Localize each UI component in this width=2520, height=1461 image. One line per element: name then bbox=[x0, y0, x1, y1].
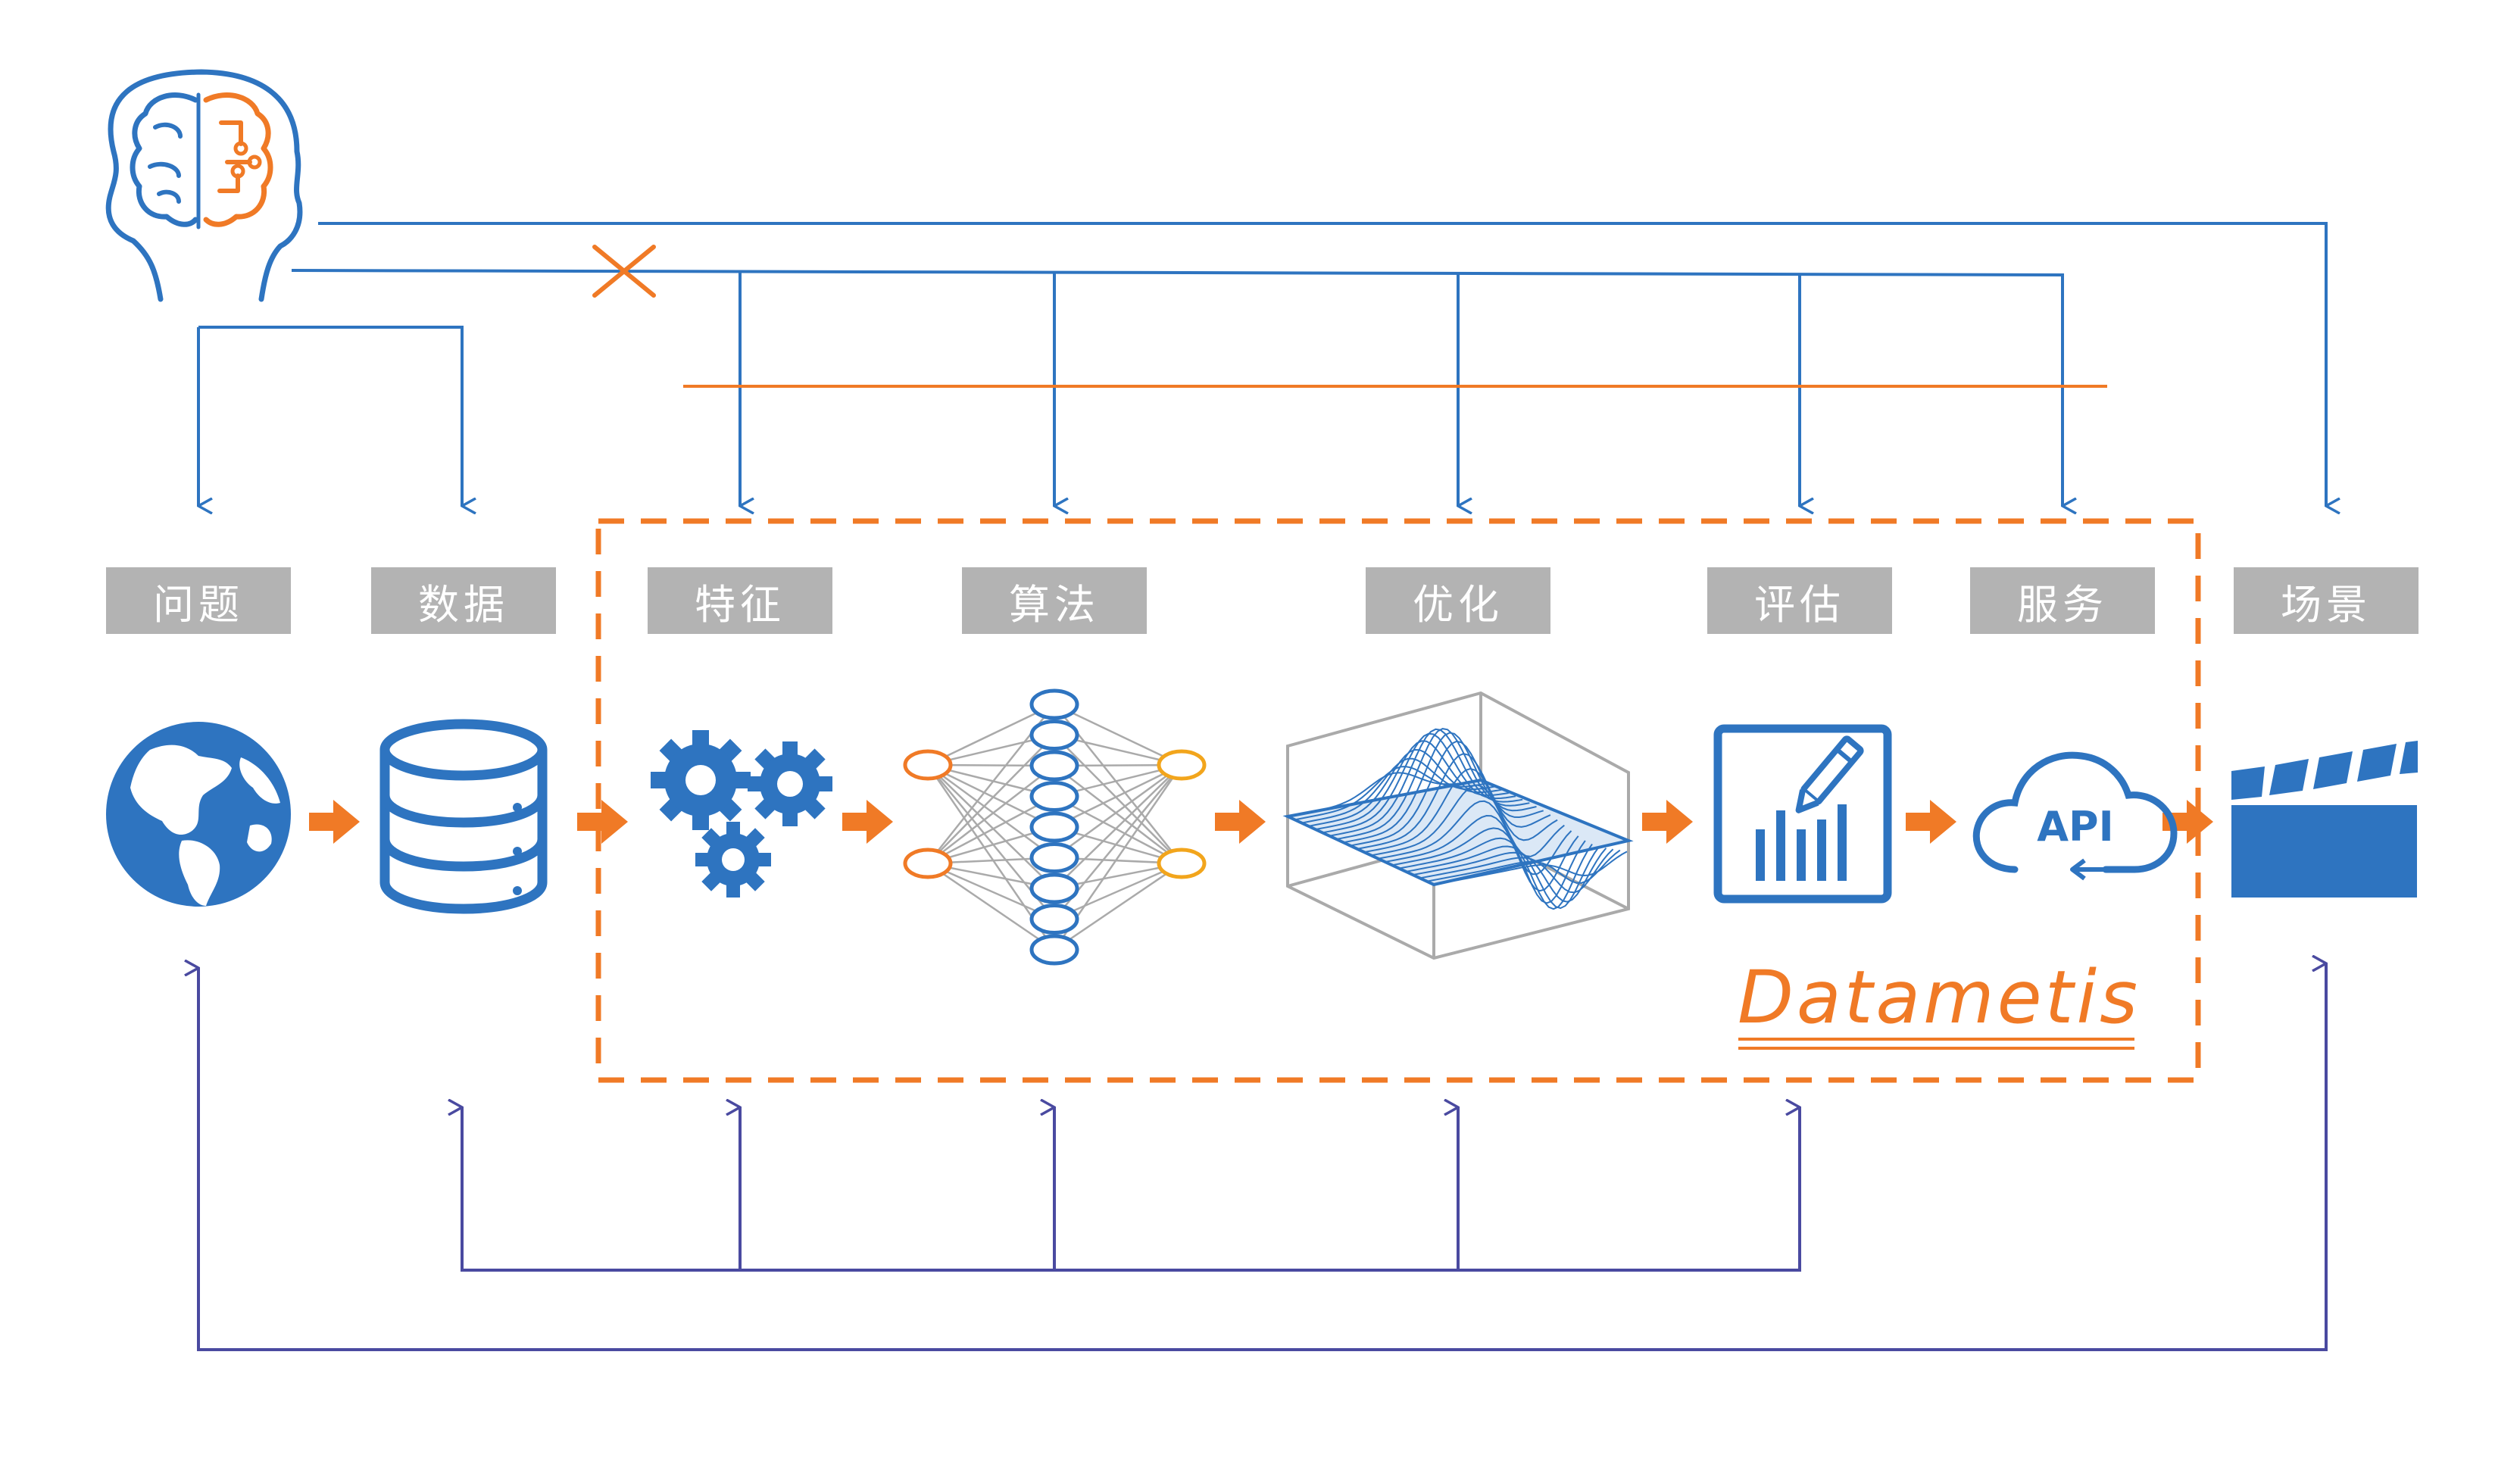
surface-contour-line bbox=[1426, 849, 1621, 884]
surface-contour-line bbox=[1378, 800, 1572, 876]
stage-label-feature: 特征 bbox=[648, 567, 832, 634]
surface-contour-line bbox=[1433, 851, 1628, 885]
chart-report-icon bbox=[1713, 724, 1892, 904]
gears-icon bbox=[651, 730, 832, 898]
nn-hidden-node bbox=[1029, 720, 1079, 751]
clapperboard-icon bbox=[2231, 741, 2418, 898]
stage-label-evaluate: 评估 bbox=[1707, 567, 1892, 634]
surface-contour-line bbox=[1350, 740, 1544, 847]
datametis-frame bbox=[595, 518, 2201, 1083]
stage-label-data: 数据 bbox=[371, 567, 556, 634]
nn-hidden-node bbox=[1029, 934, 1079, 966]
cross-mark-icon bbox=[592, 245, 656, 298]
surface-contour-line bbox=[1315, 740, 1509, 831]
neural-network-icon bbox=[903, 688, 1207, 966]
surface-contour-line bbox=[1406, 845, 1600, 910]
nn-hidden-node bbox=[1029, 873, 1079, 904]
nn-hidden-node bbox=[1029, 688, 1079, 720]
nn-hidden-node bbox=[1029, 842, 1079, 873]
nn-hidden-node bbox=[1029, 904, 1079, 935]
stage-label-service: 服务 bbox=[1970, 567, 2155, 634]
nn-output-node bbox=[1157, 749, 1207, 781]
stage-label-problem: 问题 bbox=[106, 567, 291, 634]
surface-contour-line bbox=[1413, 848, 1607, 903]
brand-wordmark: Datametis bbox=[1737, 955, 2141, 1040]
nn-hidden-node bbox=[1029, 781, 1079, 812]
surface-contour-line bbox=[1357, 753, 1551, 850]
brain-head-icon bbox=[105, 69, 303, 302]
surface-contour-line bbox=[1343, 732, 1537, 844]
bottom-feedback-connectors bbox=[198, 963, 2328, 1351]
surface-contour-line bbox=[1363, 767, 1558, 854]
surface-contour-line bbox=[1391, 827, 1586, 904]
nn-input-node bbox=[903, 848, 953, 879]
surface-contour-line bbox=[1308, 748, 1502, 827]
nn-hidden-node bbox=[1029, 811, 1079, 843]
stage-label-optimize: 优化 bbox=[1366, 567, 1550, 634]
database-icon bbox=[379, 719, 548, 914]
nn-hidden-node bbox=[1029, 750, 1079, 782]
globe-icon bbox=[106, 722, 291, 907]
pipeline-arrows bbox=[309, 800, 2213, 844]
top-connectors bbox=[197, 222, 2326, 506]
stage-label-scenario: 场景 bbox=[2234, 567, 2419, 634]
nn-input-node bbox=[903, 749, 953, 781]
api-label: API bbox=[2037, 803, 2113, 851]
api-cloud-icon: API bbox=[1972, 751, 2178, 881]
surface-contour-line bbox=[1371, 784, 1565, 857]
surface-contour-line bbox=[1385, 814, 1579, 892]
surface-contour-line bbox=[1322, 732, 1516, 834]
stage-label-algorithm: 算法 bbox=[962, 567, 1147, 634]
nn-output-node bbox=[1157, 848, 1207, 879]
surface-contour-line bbox=[1419, 848, 1614, 894]
optimization-surface-icon bbox=[1282, 691, 1634, 960]
surface-contour-line bbox=[1398, 837, 1593, 910]
